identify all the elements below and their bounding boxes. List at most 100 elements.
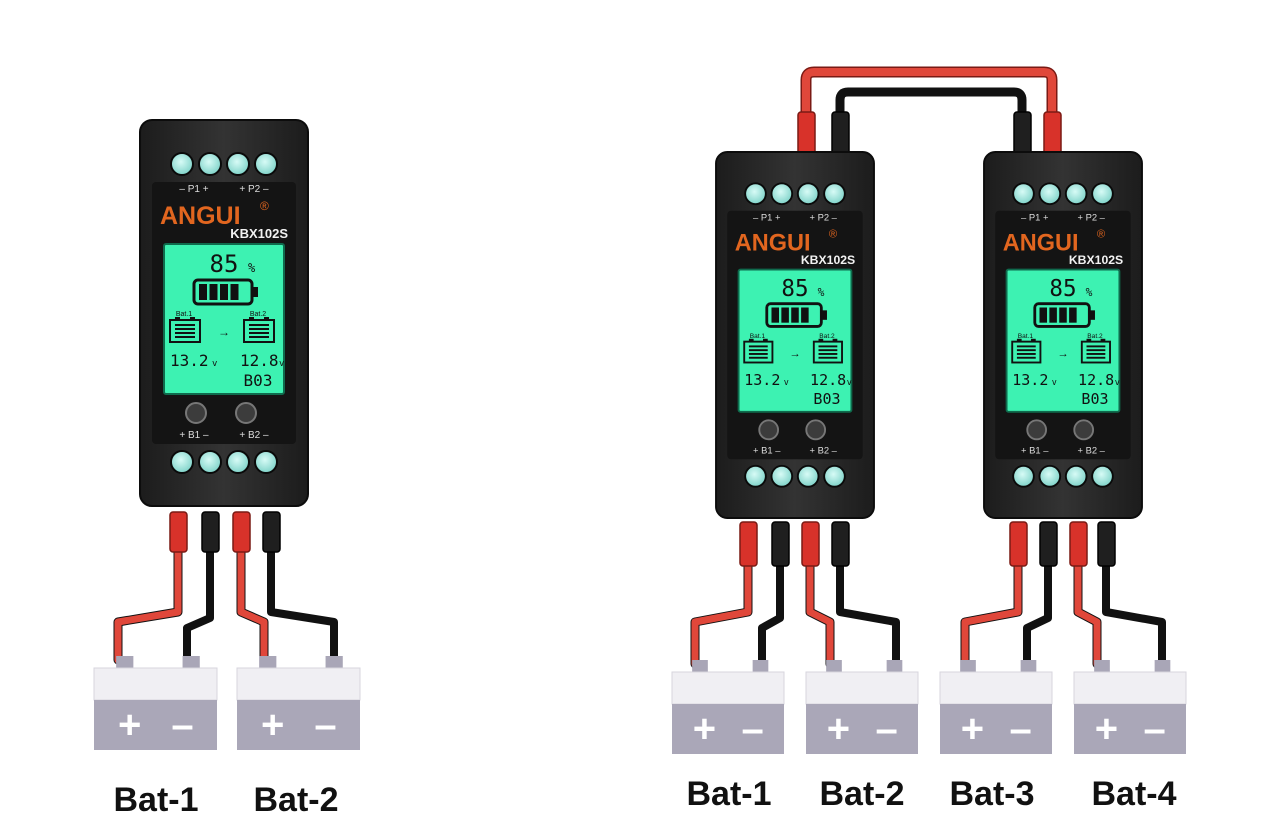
- battery-minus-symbol: –: [171, 703, 193, 747]
- battery-base: [94, 700, 217, 750]
- terminal-screw[interactable]: [744, 464, 767, 488]
- battery-base: [672, 704, 784, 754]
- battery-terminal-positive: [259, 656, 277, 668]
- battery-terminal-negative: [325, 656, 343, 668]
- lcd-voltage-2-unit: v: [847, 378, 852, 388]
- battery-minus-symbol: –: [1144, 707, 1166, 751]
- battery-level-bar: [1069, 307, 1077, 323]
- battery-level-bar: [220, 284, 228, 300]
- terminal-screw[interactable]: [1012, 464, 1035, 488]
- registered-mark: ®: [260, 199, 269, 213]
- terminal-screw[interactable]: [823, 464, 846, 488]
- lcd-arrow: →: [1057, 348, 1068, 360]
- control-button-left[interactable]: [758, 419, 780, 441]
- control-button-left[interactable]: [1026, 419, 1048, 441]
- battery-level-bar: [801, 307, 809, 323]
- battery-minus-symbol: –: [314, 703, 336, 747]
- terminal-screw[interactable]: [770, 464, 794, 488]
- battery: +–: [1073, 660, 1187, 754]
- port-label-p2: + P2 –: [239, 184, 269, 195]
- battery-level-icon: [765, 302, 827, 328]
- connector-sleeves: [169, 111, 1116, 567]
- battery: +–: [805, 660, 919, 754]
- model-number: KBX102S: [801, 253, 855, 267]
- registered-mark: ®: [829, 228, 838, 240]
- lcd-bat1-label: Bat.1: [1018, 333, 1034, 340]
- terminal-screw[interactable]: [1091, 464, 1114, 488]
- battery-top: [671, 671, 785, 705]
- terminal-screw[interactable]: [1064, 182, 1088, 206]
- battery-terminal-positive: [692, 660, 708, 672]
- terminal-screw[interactable]: [198, 450, 222, 474]
- terminal-screw[interactable]: [198, 152, 222, 176]
- battery-level-bar: [1059, 307, 1067, 323]
- terminal-screw[interactable]: [1064, 464, 1088, 488]
- battery-base: [1074, 704, 1186, 754]
- battery: +–: [939, 660, 1053, 754]
- battery: +–: [671, 660, 785, 754]
- lcd-bat1-icon: [1011, 338, 1042, 364]
- right-wiring: [690, 560, 1166, 669]
- battery-plus-symbol: +: [827, 707, 850, 751]
- terminal-screw[interactable]: [226, 152, 250, 176]
- terminal-screw[interactable]: [1012, 182, 1035, 206]
- control-button-left[interactable]: [185, 402, 207, 424]
- control-button-right[interactable]: [1073, 419, 1095, 441]
- terminal-screw[interactable]: [744, 182, 767, 206]
- battery-terminal-negative: [886, 660, 903, 672]
- battery-terminal-negative: [1020, 660, 1037, 672]
- terminal-screw[interactable]: [170, 450, 194, 474]
- lcd-voltage-2: 12.8: [810, 371, 846, 389]
- battery-label-right-1: Bat-1: [686, 775, 771, 813]
- terminal-screw[interactable]: [796, 182, 820, 206]
- wire-red: [113, 543, 183, 665]
- battery-top: [1073, 671, 1187, 705]
- terminal-screw[interactable]: [770, 182, 794, 206]
- lcd-bat2-icon: [243, 317, 275, 343]
- port-label-p2: + P2 –: [809, 212, 837, 223]
- control-button-right[interactable]: [235, 402, 257, 424]
- port-label-p1: – P1 +: [753, 212, 781, 223]
- battery-top: [93, 667, 218, 701]
- terminal-screw[interactable]: [1038, 464, 1062, 488]
- battery-label-right-2: Bat-2: [819, 775, 904, 813]
- battery-plus-symbol: +: [693, 707, 716, 751]
- brand-logo: ANGUI: [735, 231, 811, 257]
- terminal-screw[interactable]: [1038, 182, 1062, 206]
- terminal-screw[interactable]: [823, 182, 846, 206]
- battery: +–: [236, 656, 361, 750]
- battery-label-right-4: Bat-4: [1091, 775, 1176, 813]
- terminal-screw[interactable]: [170, 152, 194, 176]
- battery-base: [806, 704, 918, 754]
- battery-label-left-1: Bat-1: [113, 781, 198, 819]
- terminal-screw[interactable]: [254, 450, 278, 474]
- terminal-screw[interactable]: [226, 450, 250, 474]
- brand-logo: ANGUI: [160, 202, 241, 230]
- battery-level-bar: [791, 307, 799, 323]
- terminal-screw[interactable]: [254, 152, 278, 176]
- control-button-right[interactable]: [805, 419, 827, 441]
- battery-plus-symbol: +: [961, 707, 984, 751]
- lcd-percent-unit: %: [1086, 285, 1093, 299]
- battery-plus-symbol: +: [1095, 707, 1118, 751]
- battery-plus-symbol: +: [261, 703, 284, 747]
- terminal-screw[interactable]: [796, 464, 820, 488]
- lcd-arrow: →: [789, 348, 800, 360]
- battery-terminal-positive: [1094, 660, 1110, 672]
- battery-label-left-2: Bat-2: [253, 781, 338, 819]
- lcd-percent-unit: %: [248, 261, 256, 275]
- lcd-voltage-2: 12.8: [1078, 371, 1114, 389]
- battery-level-bar: [771, 307, 780, 323]
- lcd-voltage-1: 13.2: [744, 371, 780, 389]
- lcd-voltage-2-unit: v: [1115, 378, 1120, 388]
- battery-terminal-negative: [752, 660, 769, 672]
- port-label-b2: + B2 –: [239, 430, 269, 441]
- lcd-voltage-1-unit: v: [212, 359, 217, 369]
- terminal-screw[interactable]: [1091, 182, 1114, 206]
- lcd-percent-unit: %: [818, 285, 825, 299]
- battery-level-bar: [1049, 307, 1057, 323]
